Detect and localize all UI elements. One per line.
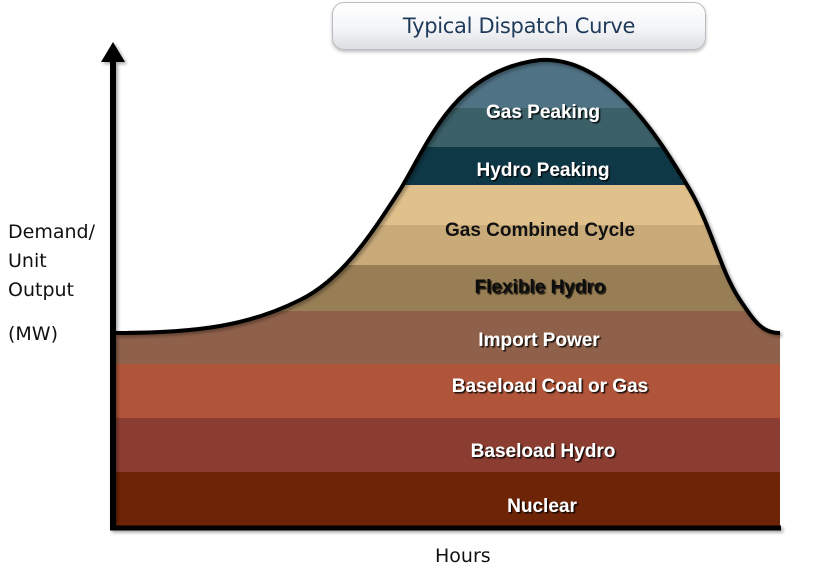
y-axis-label-line-3: Output bbox=[8, 279, 74, 301]
y-axis-arrow-icon bbox=[101, 42, 125, 62]
demand-curve-line bbox=[115, 57, 781, 335]
x-axis-label: Hours bbox=[435, 545, 491, 567]
band-flexible-hydro bbox=[116, 265, 780, 311]
label-baseload-coal-gas: Baseload Coal or Gas bbox=[452, 376, 648, 397]
label-import-power: Import Power bbox=[478, 330, 600, 351]
stacked-bands bbox=[116, 59, 780, 526]
band-nuclear bbox=[116, 472, 780, 526]
label-gas-peaking: Gas Peaking bbox=[486, 102, 600, 123]
y-axis-label-line-2: Unit bbox=[8, 250, 47, 272]
band-gas-peaking bbox=[116, 108, 780, 147]
band-baseload-coal-gas bbox=[116, 364, 780, 418]
band-hydro-peaking bbox=[116, 147, 780, 185]
label-flexible-hydro: Flexible Hydro bbox=[475, 277, 606, 298]
band-gas-combined-cycle-top bbox=[116, 185, 780, 225]
label-nuclear: Nuclear bbox=[507, 496, 577, 517]
band-gas-peaking-top bbox=[116, 59, 780, 108]
chart-title: Typical Dispatch Curve bbox=[332, 2, 706, 50]
band-baseload-hydro bbox=[116, 418, 780, 472]
label-gas-combined-cycle: Gas Combined Cycle bbox=[445, 220, 635, 241]
label-hydro-peaking: Hydro Peaking bbox=[476, 160, 609, 181]
label-baseload-hydro: Baseload Hydro bbox=[471, 441, 616, 462]
band-import-power bbox=[116, 311, 780, 364]
y-axis-label-line-1: Demand/ bbox=[8, 221, 95, 243]
axes bbox=[101, 42, 781, 531]
y-axis-unit: (MW) bbox=[8, 323, 59, 345]
